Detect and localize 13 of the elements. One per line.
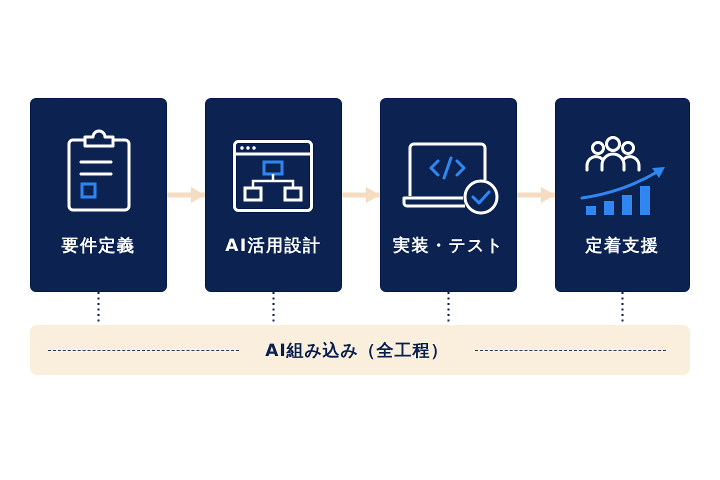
arrow bbox=[517, 187, 555, 203]
process-card bbox=[380, 98, 517, 292]
arrow bbox=[167, 187, 205, 203]
step-label: 実装・テスト bbox=[392, 235, 505, 257]
process-card bbox=[205, 98, 342, 292]
step-label: 要件定義 bbox=[60, 235, 136, 257]
step-label: AI活用設計 bbox=[224, 235, 323, 257]
band-label: AI組み込み（全工程） bbox=[265, 340, 449, 362]
process-card bbox=[555, 98, 690, 292]
process-card bbox=[30, 98, 167, 292]
phase-band bbox=[30, 325, 690, 375]
arrow bbox=[342, 187, 380, 203]
step-label: 定着支援 bbox=[584, 235, 660, 257]
